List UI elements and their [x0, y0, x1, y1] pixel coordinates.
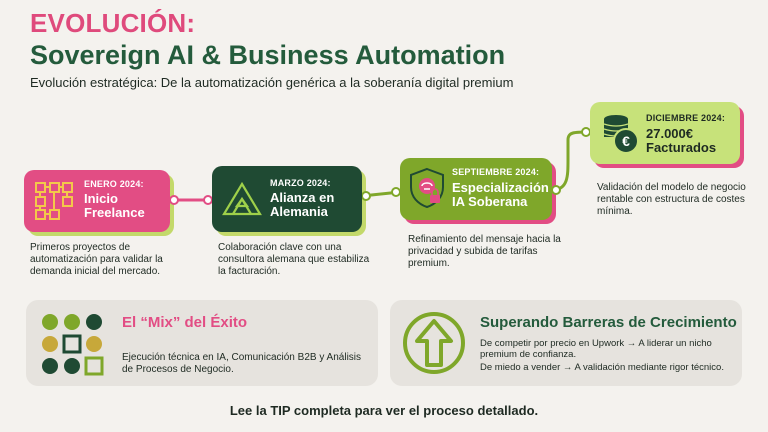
node-description: Colaboración clave con una consultora al…	[218, 242, 370, 277]
barriers-panel-text-1: De competir por precio en Upwork → A lid…	[480, 338, 712, 360]
timeline-node-enero: ENERO 2024: Inicio Freelance	[24, 170, 174, 236]
node-date: DICIEMBRE 2024:	[646, 113, 726, 123]
node-date: SEPTIEMBRE 2024:	[452, 167, 540, 177]
node-label: 27.000€ Facturados	[646, 126, 717, 155]
node-label: Inicio Freelance	[84, 191, 145, 220]
barriers-panel: Superando Barreras de Crecimiento De com…	[390, 300, 742, 386]
node-description: Validación del modelo de negocio rentabl…	[597, 182, 746, 217]
node-date: ENERO 2024:	[84, 179, 144, 189]
node-label: Especialización IA Soberana	[452, 180, 549, 209]
brain-shield-icon	[410, 167, 444, 209]
timeline-node-diciembre: € DICIEMBRE 2024: 27.000€ Facturados	[590, 102, 744, 168]
node-label: Alianza en Alemania	[270, 190, 335, 219]
timeline-node-septiembre: SEPTIEMBRE 2024: Especialización IA Sobe…	[400, 158, 556, 224]
title-line2: Sovereign AI & Business Automation	[30, 40, 506, 70]
subtitle: Evolución estratégica: De la automatizac…	[30, 75, 514, 90]
barriers-panel-title: Superando Barreras de Crecimiento	[480, 314, 737, 331]
node-date: MARZO 2024:	[270, 178, 331, 188]
mix-panel-title: El “Mix” del Éxito	[122, 314, 248, 331]
flowchart-icon	[35, 182, 73, 220]
mix-grid-icon	[42, 314, 104, 376]
node-description: Primeros proyectos de automatización par…	[30, 242, 163, 277]
timeline-node-marzo: MARZO 2024: Alianza en Alemania	[212, 166, 366, 236]
mix-panel: El “Mix” del Éxito Ejecución técnica en …	[26, 300, 378, 386]
barriers-panel-text-2: De miedo a vender → A validación mediant…	[480, 362, 724, 373]
triangles-icon	[222, 182, 262, 216]
footer-cta: Lee la TIP completa para ver el proceso …	[229, 403, 539, 418]
euro-coins-icon: €	[603, 115, 639, 154]
mix-panel-text: Ejecución técnica en IA, Comunicación B2…	[122, 352, 362, 375]
title-line1: EVOLUCIÓN:	[30, 8, 196, 38]
arrow-up-circle-icon	[403, 312, 465, 374]
svg-text:€: €	[622, 133, 630, 149]
node-description: Refinamiento del mensaje hacia la privac…	[408, 234, 561, 269]
